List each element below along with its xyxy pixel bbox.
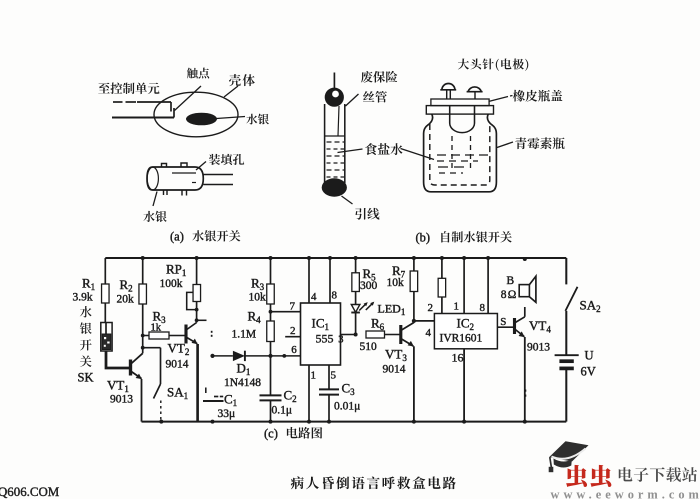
svg-text:8: 8 — [332, 290, 338, 302]
svg-text:Ω: Ω — [508, 289, 517, 301]
svg-text:IVR1601: IVR1601 — [440, 333, 483, 345]
svg-text:(c): (c) — [264, 427, 278, 441]
svg-text:(b): (b) — [416, 231, 431, 245]
svg-text:LED1: LED1 — [378, 302, 406, 318]
svg-text:9013: 9013 — [110, 394, 133, 406]
svg-text:2: 2 — [428, 302, 434, 314]
svg-text:7: 7 — [290, 301, 296, 313]
svg-text:www.eeworm.com: www.eeworm.com — [551, 487, 700, 499]
svg-text:33μ: 33μ — [218, 408, 236, 420]
svg-text:4: 4 — [426, 327, 432, 339]
svg-text:Q606.COM: Q606.COM — [0, 485, 60, 499]
svg-text:10k: 10k — [249, 292, 267, 304]
svg-text:RP1: RP1 — [166, 262, 186, 279]
svg-text:6: 6 — [291, 344, 297, 356]
svg-text:U: U — [585, 349, 594, 363]
svg-text:3.9k: 3.9k — [73, 292, 93, 304]
svg-text:VT3: VT3 — [385, 347, 407, 364]
svg-text:510: 510 — [360, 341, 378, 353]
svg-text:0.01μ: 0.01μ — [334, 401, 360, 413]
svg-text:300: 300 — [360, 280, 378, 292]
svg-text:1N4148: 1N4148 — [224, 377, 261, 389]
svg-text:20k: 20k — [117, 294, 135, 306]
svg-text:VT4: VT4 — [529, 318, 551, 335]
svg-text:(a): (a) — [170, 230, 184, 244]
svg-text:16: 16 — [452, 351, 464, 365]
svg-text:9013: 9013 — [527, 342, 550, 354]
svg-text:1.1M: 1.1M — [232, 329, 257, 341]
svg-text:8: 8 — [501, 289, 507, 301]
svg-text:3: 3 — [338, 335, 343, 346]
svg-text:SK: SK — [78, 371, 94, 385]
svg-text:100k: 100k — [160, 278, 183, 290]
svg-text:6V: 6V — [581, 365, 596, 379]
svg-text:S: S — [500, 316, 506, 328]
svg-text:2: 2 — [290, 325, 296, 337]
svg-text:SA2: SA2 — [580, 298, 601, 315]
svg-text:9014: 9014 — [166, 359, 189, 371]
svg-text:9014: 9014 — [383, 364, 406, 376]
svg-text:VT1: VT1 — [107, 378, 129, 395]
svg-text:8: 8 — [480, 302, 486, 314]
svg-text:0.1μ: 0.1μ — [272, 405, 293, 417]
svg-text:4: 4 — [311, 291, 317, 303]
svg-text:5: 5 — [331, 370, 337, 382]
svg-text:B: B — [507, 275, 515, 287]
svg-text:VT2: VT2 — [168, 341, 190, 358]
svg-text:1k: 1k — [151, 323, 162, 334]
svg-text:10k: 10k — [387, 277, 405, 289]
svg-text:555: 555 — [316, 332, 334, 346]
svg-text:SA1: SA1 — [167, 385, 188, 402]
svg-text:1: 1 — [454, 301, 460, 313]
svg-text:1: 1 — [311, 370, 317, 382]
